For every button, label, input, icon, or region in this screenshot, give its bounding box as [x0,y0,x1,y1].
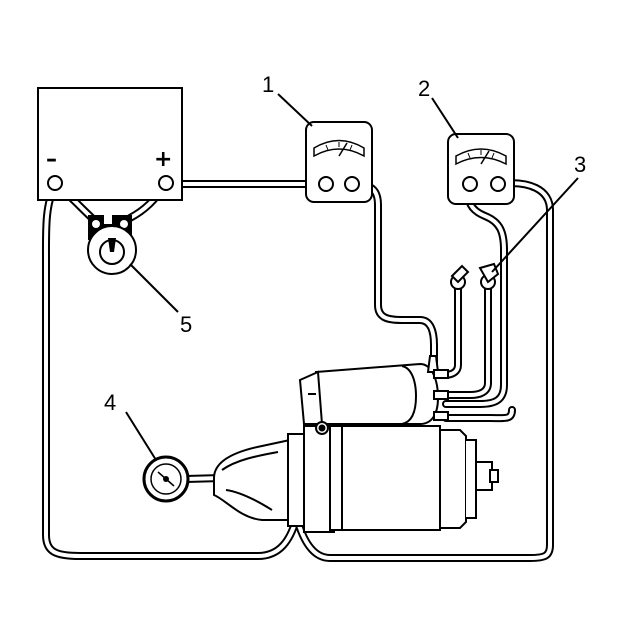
battery-positive-terminal [158,175,174,191]
remote-starter-switch [450,262,500,290]
pressure-gauge [142,455,190,503]
ammeter [305,121,373,203]
meter1-output-cable [348,180,438,366]
switch3-lead-right [436,283,492,399]
ground-cable [41,182,300,560]
meter2-lead-right [294,179,554,562]
switch3-lead-left [434,283,462,379]
callout-3: 3 [574,152,586,177]
callout-2: 2 [418,76,430,101]
battery-positive-label: + [154,147,172,172]
carbon-pile-tester [87,215,137,275]
meter2-lead-lower [442,406,516,423]
meter2-lead-left [442,182,508,408]
callout-5: 5 [180,312,192,337]
battery-negative-terminal [47,175,63,191]
voltmeter [447,133,515,205]
battery-negative-label: – [46,147,57,172]
callout-1: 1 [262,72,274,97]
callout-leaders [125,93,579,461]
battery: – + [37,87,183,201]
callout-4: 4 [104,390,116,415]
starter-motor [213,355,499,533]
